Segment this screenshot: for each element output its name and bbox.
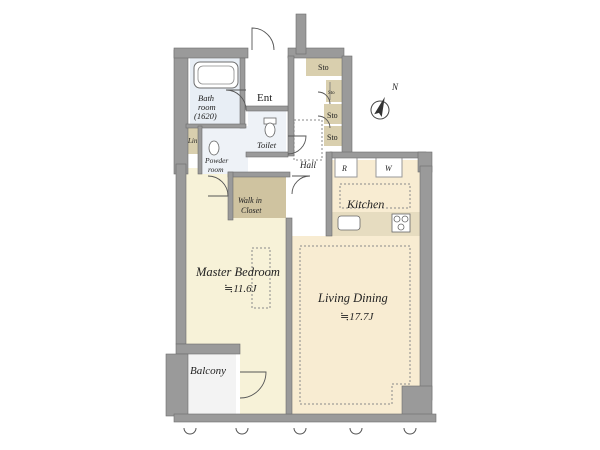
label-balcony: Balcony: [190, 365, 226, 377]
wall-toilet-bottom: [245, 151, 289, 158]
label-washer: W: [385, 164, 393, 173]
storage-door-swing-2: [317, 115, 331, 129]
wall-left-mid: [175, 163, 187, 345]
label-entrance: Ent: [257, 92, 272, 104]
window-marker-2: [235, 427, 249, 435]
label-storage-mid: Sto: [327, 111, 338, 120]
wall-linen-right: [197, 125, 203, 175]
wall-bedroom-bottom: [175, 343, 241, 355]
wall-partition: [285, 217, 293, 415]
balcony-floor: [186, 354, 236, 416]
wall-top-left: [173, 47, 249, 59]
walls: [165, 13, 437, 423]
walkin-closet-floor: [232, 176, 286, 218]
label-bathroom-size: (1620): [194, 111, 217, 121]
wall-wic-left: [227, 171, 234, 221]
window-marker-5: [403, 427, 417, 435]
burner-3: [397, 223, 405, 231]
wall-toilet-top: [245, 105, 289, 112]
wall-ent-right: [287, 55, 295, 157]
label-linen: Lin: [187, 137, 198, 145]
linen-floor: [188, 126, 200, 154]
wall-wic-top: [227, 171, 291, 178]
label-living-dining: Living Dining: [317, 291, 388, 305]
balcony-door-swing: [239, 371, 267, 399]
label-powder-1: Powder: [204, 156, 228, 165]
wall-kitchen-left: [325, 151, 333, 237]
wall-top-right: [287, 47, 345, 59]
living-rug-outline: [299, 245, 411, 405]
label-fridge: R: [341, 164, 347, 173]
entrance-door-swing: [251, 27, 275, 51]
wall-column-br: [401, 385, 433, 417]
wall-bath-right: [239, 57, 246, 129]
wall-kitchen-top: [329, 151, 427, 159]
room-labels: Ent Bath room (1620) Lin Powder room Toi…: [187, 63, 393, 377]
wall-storage-right: [341, 55, 353, 157]
powder-sink: [208, 140, 220, 156]
burner-2: [401, 215, 409, 223]
master-bedroom-floor: [186, 168, 290, 414]
window-marker-4: [349, 427, 363, 435]
wall-bath-bottom: [185, 123, 247, 129]
wall-balcony-left: [165, 353, 189, 417]
label-bathroom-1: Bath: [198, 93, 214, 103]
hall-hint: [293, 119, 323, 161]
floor-fills: [186, 56, 424, 416]
label-kitchen: Kitchen: [346, 197, 384, 211]
wall-left-upper: [173, 49, 189, 175]
label-toilet: Toilet: [257, 140, 277, 150]
wall-column-top: [295, 13, 307, 55]
toilet-door-swing: [287, 135, 307, 155]
compass-north-label: N: [391, 82, 399, 92]
powder-floor: [200, 126, 248, 174]
label-bathroom-2: room: [198, 102, 216, 112]
bath-door-swing: [225, 89, 247, 111]
window-marker-3: [293, 427, 307, 435]
label-storage-low: Sto: [327, 133, 338, 142]
window-markers: [183, 427, 417, 435]
label-walkin-1: Walk in: [238, 196, 262, 205]
bedroom-door-swing: [207, 175, 229, 197]
compass: [370, 96, 390, 120]
storage-door-swing-1: [317, 91, 331, 105]
wall-bottom: [173, 413, 437, 423]
kitchen-table-outline: [339, 183, 411, 209]
window-marker-1: [183, 427, 197, 435]
hall-door-swing: [291, 175, 311, 195]
label-storage-small: Sto: [328, 91, 335, 96]
storage-top: [306, 56, 342, 76]
label-walkin-2: Closet: [241, 206, 262, 215]
label-storage-top: Sto: [318, 63, 329, 72]
label-master-bedroom: Master Bedroom: [195, 265, 280, 279]
fixtures: [193, 61, 411, 233]
storage-low: [324, 126, 346, 146]
toilet-bowl: [264, 122, 276, 138]
label-living-dining-area: ≒17.7J: [340, 311, 374, 323]
doors: [207, 27, 331, 399]
label-hall: Hall: [299, 160, 317, 170]
label-powder-2: room: [208, 165, 224, 174]
kitchen-sink: [337, 215, 361, 231]
label-master-bedroom-area: ≒11.6J: [224, 283, 258, 295]
storage-mid: [324, 104, 346, 124]
bathtub-inner: [197, 65, 235, 85]
north-arrow-icon: [374, 96, 385, 118]
burner-1: [393, 215, 401, 223]
stove: [391, 213, 411, 233]
dotted-zones: [251, 119, 411, 405]
bathtub: [193, 61, 239, 89]
bed-hint: [251, 247, 271, 309]
wall-right: [419, 165, 433, 401]
